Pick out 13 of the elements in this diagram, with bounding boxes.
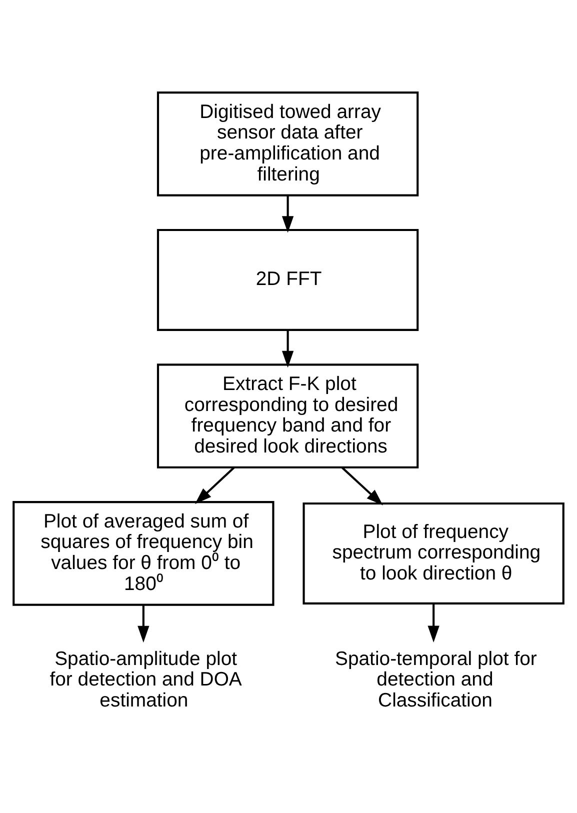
node-box: 2D FFT (156, 228, 419, 330)
node-text: Spatio-temporal plot for detection and Classification (335, 647, 537, 711)
node-box: Plot of frequency spectrum corresponding to look direction θ (302, 502, 564, 604)
arrow (194, 466, 235, 504)
arrow (138, 604, 150, 642)
node-text: Spatio-amplitude plot for detection and DOA estimation (50, 647, 242, 711)
node-box: Extract F-K plot corresponding to desired frequency band and for desired look directions (156, 363, 419, 468)
node-box: Plot of averaged sum of squares of frequency bin values for θ from 0⁰ to 180⁰ (12, 500, 274, 606)
node-box: Digitised towed array sensor data after pre-amplification and filtering (156, 91, 419, 196)
arrow (341, 466, 384, 505)
arrow (428, 603, 440, 642)
arrow (282, 330, 294, 368)
arrow (282, 194, 294, 232)
